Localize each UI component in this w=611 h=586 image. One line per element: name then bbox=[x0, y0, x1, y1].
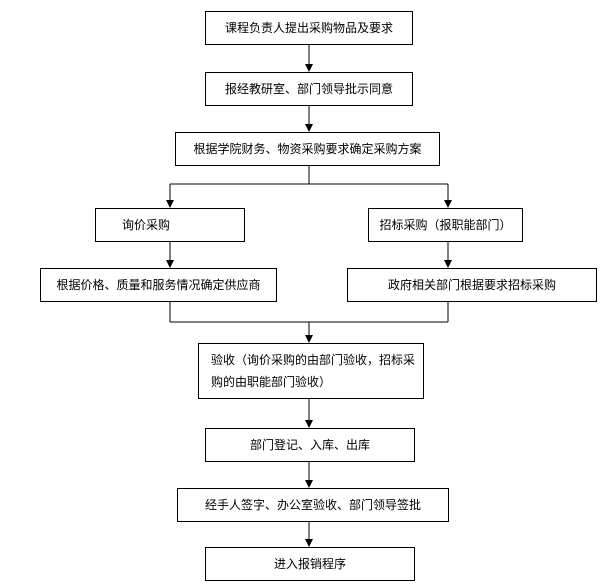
step-register-storage: 部门登记、入库、出库 bbox=[205, 428, 415, 462]
step-reimbursement: 进入报销程序 bbox=[205, 547, 415, 581]
step-determine-plan: 根据学院财务、物资采购要求确定采购方案 bbox=[175, 132, 440, 166]
step-inquiry-procurement: 询价采购 bbox=[95, 208, 245, 242]
step-government-tender: 政府相关部门根据要求招标采购 bbox=[347, 268, 597, 302]
step-signoff: 经手人签字、办公室验收、部门领导签批 bbox=[177, 488, 449, 522]
step-propose-request: 课程负责人提出采购物品及要求 bbox=[205, 11, 413, 45]
step-tender-procurement: 招标采购（报职能部门） bbox=[368, 208, 523, 242]
step-select-supplier: 根据价格、质量和服务情况确定供应商 bbox=[40, 268, 277, 302]
step-department-approval: 报经教研室、部门领导批示同意 bbox=[205, 72, 413, 106]
step-acceptance: 验收（询价采购的由部门验收，招标采购的由职能部门验收） bbox=[198, 343, 424, 399]
